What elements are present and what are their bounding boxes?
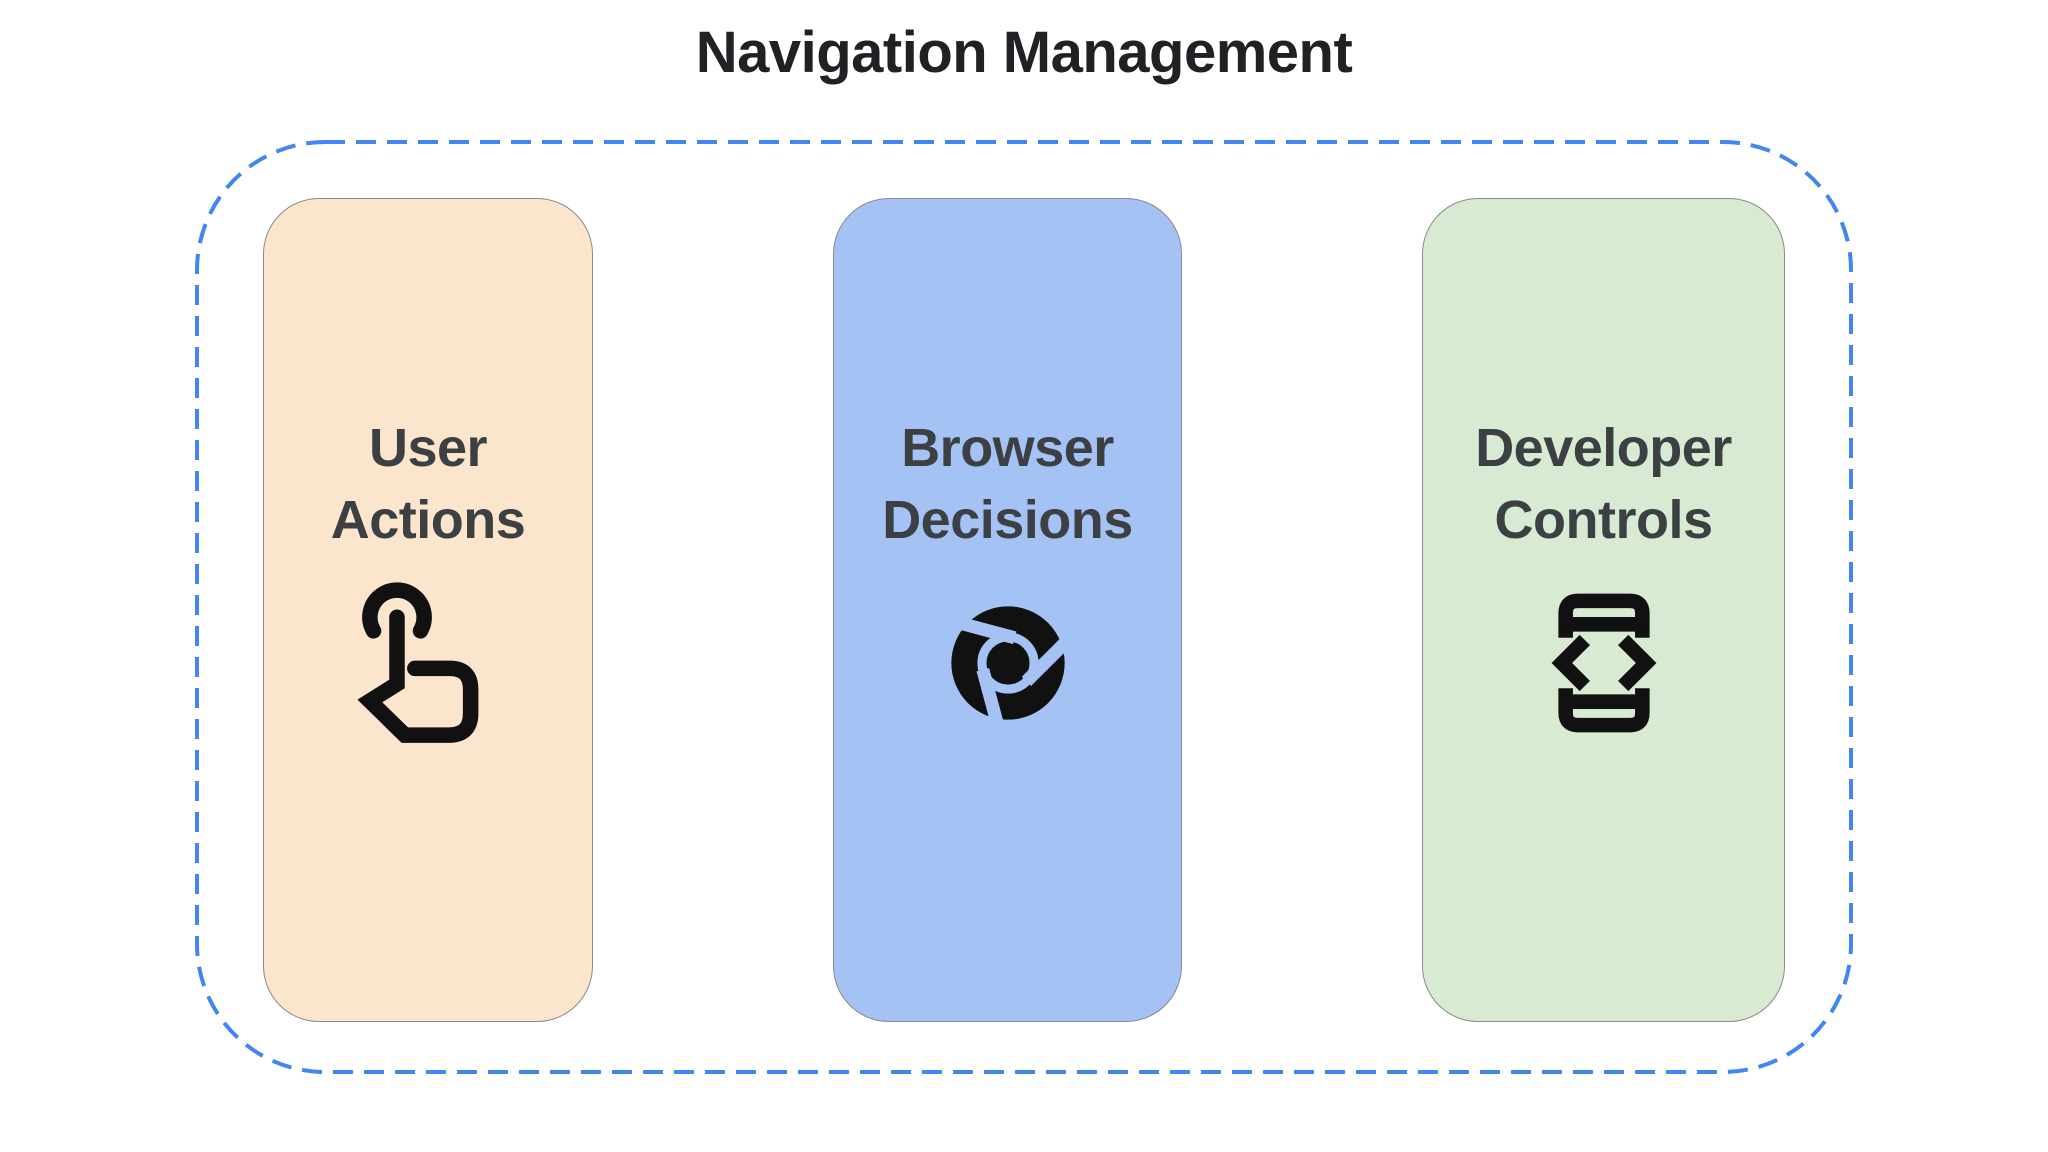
card-user-actions: User Actions <box>263 198 593 1022</box>
card-browser-decisions: Browser Decisions <box>833 198 1182 1022</box>
card-developer-controls: Developer Controls <box>1422 198 1785 1022</box>
dashed-border <box>195 140 1853 1074</box>
navigation-management-panel: User Actions Browser Decisions <box>195 140 1853 1074</box>
card-label: User Actions <box>330 418 526 550</box>
touch-app-icon <box>264 568 592 758</box>
chrome-icon <box>834 568 1181 758</box>
developer-mode-icon <box>1423 568 1784 758</box>
page-title: Navigation Management <box>695 20 1353 85</box>
card-label: Browser Decisions <box>882 418 1133 550</box>
card-label: Developer Controls <box>1475 418 1732 550</box>
